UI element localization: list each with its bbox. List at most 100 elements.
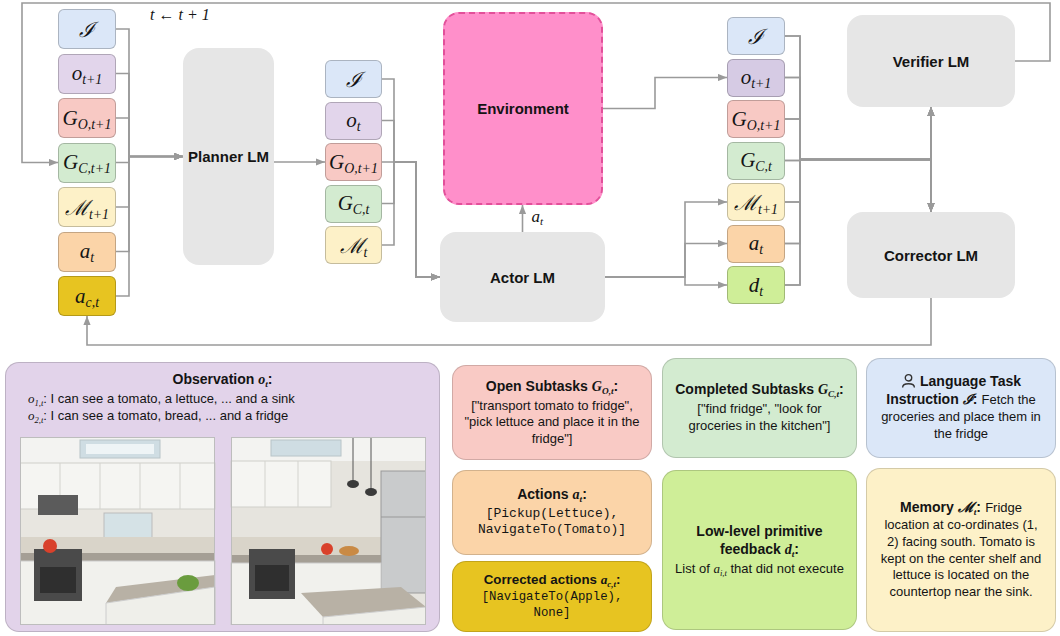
- kitchen-view-part: [86, 444, 154, 454]
- connector-arrow: [116, 157, 183, 297]
- math-symbol: G: [592, 378, 602, 394]
- variable-symbol: ℳt: [340, 231, 368, 259]
- connector-arrow: [116, 157, 183, 252]
- variable-symbol: ot+1: [741, 65, 772, 90]
- math-symbol: o: [28, 391, 35, 406]
- subscript: t: [357, 119, 361, 134]
- subscript: t: [540, 215, 543, 227]
- kitchen-renders: [20, 437, 426, 625]
- variable-symbol: GC,t: [740, 148, 772, 173]
- math-symbol: ℳ: [734, 191, 758, 215]
- connector-arrow: [274, 161, 325, 163]
- kitchen-view-part: [34, 549, 82, 601]
- variable-box: GC,t: [727, 142, 785, 180]
- subscript: t: [759, 242, 763, 257]
- panel-body: ["find fridge", "look for groceries in t…: [673, 401, 846, 434]
- connector-arrow: [116, 29, 183, 157]
- variable-symbol: dt: [749, 273, 763, 298]
- kitchen-view-part: [381, 471, 426, 593]
- variable-box: GO,t+1: [58, 98, 116, 138]
- subscript: C,t+1: [78, 161, 111, 176]
- variable-box: dt: [727, 266, 785, 304]
- math-symbol: ℐ: [346, 68, 362, 92]
- panel-content: Actions at:[Pickup(Lettuce), NavigateTo(…: [463, 486, 641, 539]
- connector-arrow: [603, 78, 727, 109]
- panel-body: List of ai,t that did not execute: [673, 561, 846, 578]
- subscript: t+1: [751, 76, 771, 91]
- math-symbol: a: [573, 486, 580, 502]
- math-symbol: d: [749, 273, 760, 297]
- legend-panel: Corrected actions ac,t:[NavigateTo(Apple…: [452, 561, 652, 632]
- subscript: t: [759, 284, 763, 299]
- subscript: t: [792, 548, 795, 558]
- variable-symbol: ℐ: [79, 15, 95, 43]
- legend-panel: Completed Subtasks GC,t:["find fridge", …: [662, 358, 857, 458]
- math-symbol: o: [258, 371, 265, 387]
- variable-box: ℳt+1: [727, 183, 785, 221]
- box-title: Corrector LM: [884, 247, 978, 264]
- kitchen-view-part: [255, 565, 289, 591]
- math-symbol: a: [80, 239, 91, 263]
- math-symbol: o: [72, 61, 83, 85]
- math-symbol: ℳ: [65, 196, 89, 220]
- kitchen-view-part: [40, 567, 76, 593]
- subscript: C,t: [755, 159, 772, 174]
- variable-box: ot+1: [727, 59, 785, 97]
- kitchen-view-part: [249, 549, 295, 599]
- math-symbol: G: [732, 107, 747, 131]
- math-symbol: G: [329, 150, 344, 174]
- kitchen-view-part: [339, 546, 359, 556]
- box-title: Verifier LM: [893, 53, 970, 70]
- panel-content: Completed Subtasks GC,t:["find fridge", …: [673, 381, 846, 434]
- subscript: c,t: [607, 579, 616, 589]
- math-symbol: d: [785, 541, 792, 557]
- variable-box: ℐ: [727, 17, 785, 55]
- panel-content: Observation ot:o1,t: I can see a tomato,…: [16, 371, 429, 424]
- math-symbol: a: [749, 231, 760, 255]
- variable-box: ℐ: [325, 60, 382, 98]
- model-box: Corrector LM: [847, 212, 1015, 298]
- connector-arrow: [382, 121, 440, 278]
- variable-box: GC,t+1: [58, 143, 116, 183]
- subscript: O,t+1: [747, 118, 781, 133]
- person-icon: [901, 373, 916, 388]
- connector-arrow: [785, 107, 931, 160]
- subscript: t+1: [758, 202, 778, 217]
- math-symbol: a: [75, 284, 86, 308]
- subscript: t: [90, 250, 94, 265]
- variable-symbol: GC,t: [338, 191, 370, 216]
- math-symbol: a: [713, 561, 720, 576]
- subscript: t: [580, 494, 583, 504]
- variable-symbol: ac,t: [75, 284, 99, 309]
- subscript: O,t+1: [78, 117, 112, 132]
- math-symbol: G: [740, 148, 755, 172]
- panel-content: Memory ℳt:Fridge location at co-ordinate…: [877, 499, 1045, 600]
- variable-symbol: GC,t+1: [63, 150, 111, 175]
- kitchen-view-part: [231, 437, 426, 625]
- variable-symbol: GO,t+1: [63, 106, 112, 131]
- connector-arrow: [382, 79, 440, 277]
- math-symbol: G: [338, 191, 353, 215]
- connector-arrow: [785, 107, 931, 161]
- variable-symbol: ot: [346, 108, 360, 133]
- kitchen-view-part: [140, 463, 141, 509]
- kitchen-view-part: [180, 463, 181, 509]
- kitchen-view-part: [265, 461, 266, 507]
- math-symbol: G: [63, 106, 78, 130]
- connector-arrow: [382, 162, 440, 277]
- panel-body: [NavigateTo(Apple), None]: [463, 590, 641, 622]
- variable-symbol: ℐ: [748, 22, 764, 50]
- kitchen-view-part: [20, 537, 215, 553]
- kitchen-view-part: [321, 543, 333, 555]
- panel-heading: Low-level primitive feedback dt:: [673, 523, 846, 559]
- connector-arrow: [605, 202, 727, 277]
- kitchen-view: [231, 437, 426, 625]
- kitchen-view-part: [231, 437, 426, 461]
- model-box: Actor LM: [440, 232, 605, 322]
- variable-symbol: GO,t+1: [329, 150, 378, 175]
- kitchen-view-part: [271, 440, 341, 456]
- subscript: C,t: [353, 202, 370, 217]
- kitchen-view-part: [20, 437, 215, 463]
- subscript: t+1: [89, 207, 109, 222]
- kitchen-view-part: [38, 495, 78, 515]
